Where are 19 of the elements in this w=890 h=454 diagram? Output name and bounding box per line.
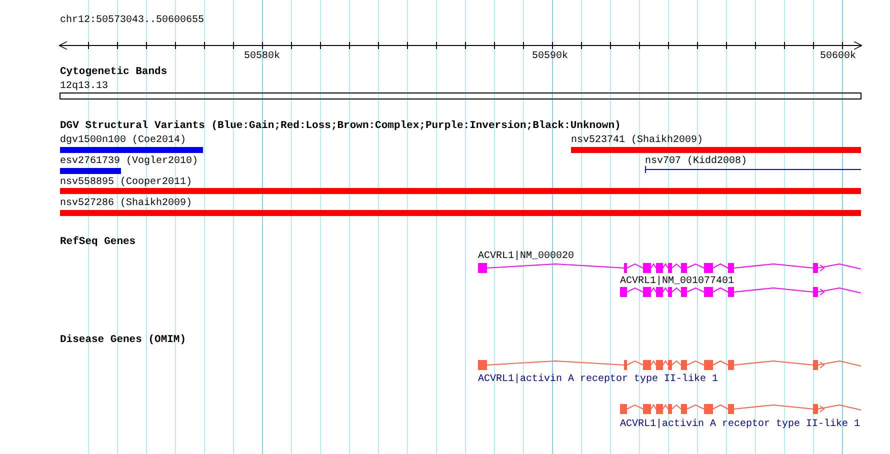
band-label: 12q13.13 — [60, 81, 108, 92]
track-title: RefSeq Genes — [60, 237, 136, 248]
feature-label: esv2761739 (Vogler2010) — [60, 156, 198, 167]
feature-label: nsv523741 (Shaikh2009) — [571, 135, 704, 146]
gene-label: ACVRL1|activin A receptor type II-like 1 — [620, 419, 860, 430]
gene-label: ACVRL1|activin A receptor type II-like 1 — [478, 374, 718, 385]
track-title: DGV Structural Variants (Blue:Gain;Red:Loss;Brown:Complex;Purple:Inversion;Black:Unknown) — [60, 121, 621, 132]
tick-label: 50580k — [244, 51, 280, 62]
gene-label: ACVRL1|NM_000020 — [478, 251, 574, 262]
feature-label: nsv707 (Kidd2008) — [645, 156, 748, 167]
tick-label: 50600k — [820, 51, 856, 62]
feature-label: nsv558895 (Cooper2011) — [60, 177, 192, 188]
feature-label: dgv1500n100 (Coe2014) — [60, 135, 186, 146]
track-title: Cytogenetic Bands — [60, 67, 168, 78]
feature-label: nsv527286 (Shaikh2009) — [60, 198, 192, 209]
gene-label: ACVRL1|NM_001077401 — [620, 276, 734, 287]
track-title: Disease Genes (OMIM) — [60, 335, 186, 346]
region-label: chr12:50573043..50600655 — [60, 15, 204, 26]
tick-label: 50590k — [532, 51, 568, 62]
